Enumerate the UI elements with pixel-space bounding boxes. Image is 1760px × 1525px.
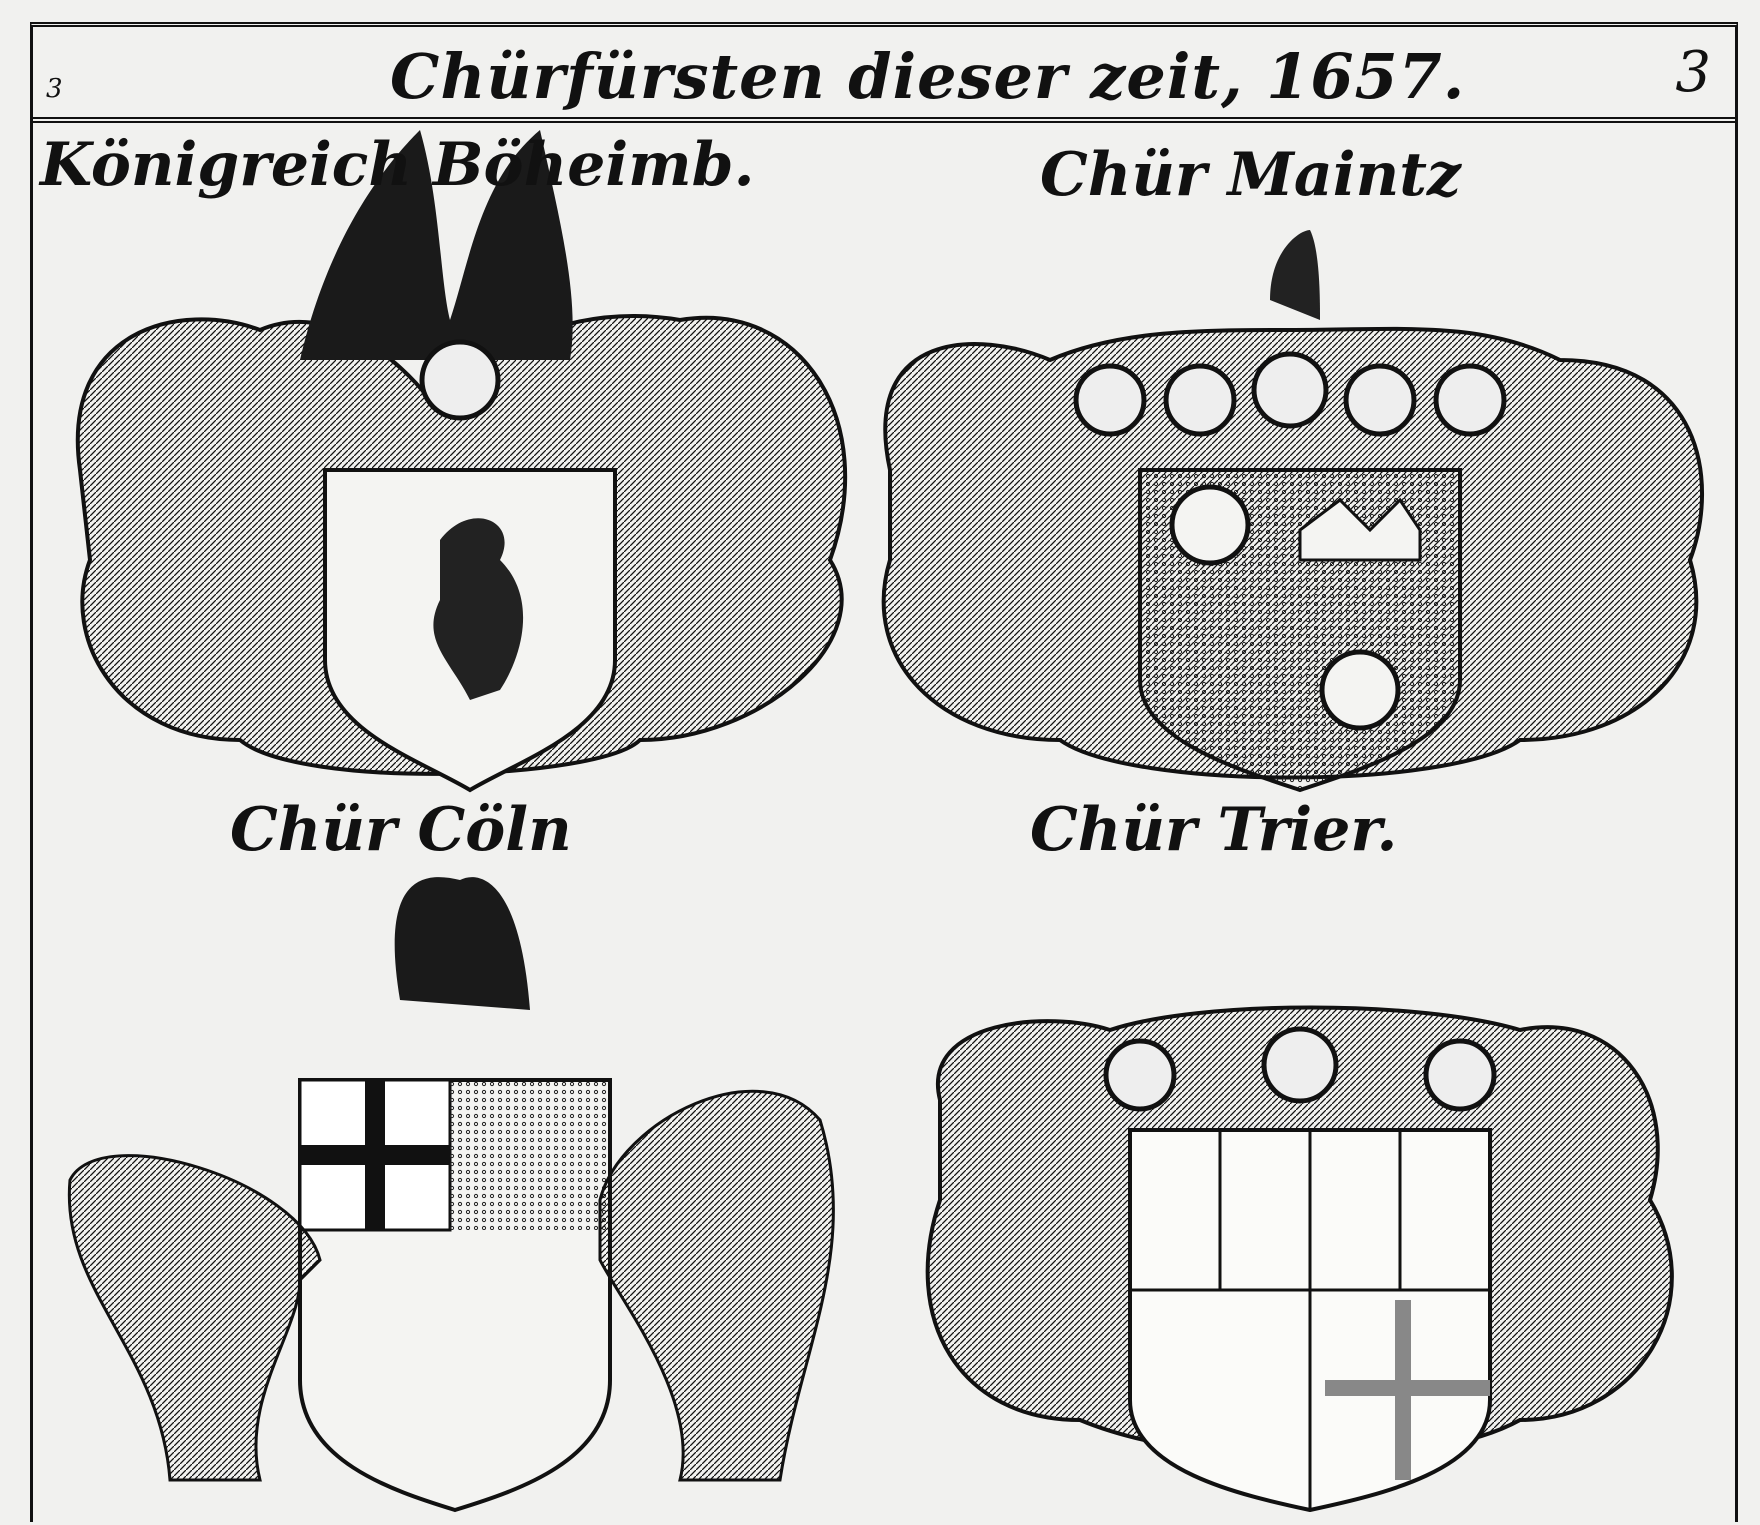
page-frame: [30, 22, 1738, 1522]
label-bohemia: Königreich Böheimb.: [40, 130, 755, 200]
page-number: 3: [1675, 40, 1711, 105]
page-title: Chürfürsten dieser zeit, 1657.: [390, 40, 1466, 113]
page-header: 3 Chürfürsten dieser zeit, 1657. 3: [30, 22, 1735, 123]
arms-mainz: [881, 230, 1705, 793]
helmet-icon: [419, 339, 501, 421]
helmets-icon: [1103, 1026, 1497, 1112]
wheel-icon: [1169, 484, 1251, 566]
wheel-icon: [1319, 649, 1401, 731]
wings-crest-icon: [300, 130, 573, 360]
label-cologne: Chür Cöln: [230, 795, 572, 865]
arms-trier: [925, 1005, 1674, 1513]
helmets-icon: [1073, 351, 1507, 437]
arms-cologne: [67, 877, 835, 1513]
arms-bohemia: [75, 130, 848, 793]
mitre-icon: [1270, 230, 1320, 320]
lion-icon: [433, 518, 524, 700]
mitre-icon: [394, 877, 530, 1010]
margin-mark: 3: [46, 74, 63, 104]
label-mainz: Chür Maintz: [1040, 140, 1461, 210]
lion-supporter: [598, 1089, 835, 1482]
griffin-supporter: [67, 1154, 322, 1482]
label-trier: Chür Trier.: [1030, 795, 1398, 865]
